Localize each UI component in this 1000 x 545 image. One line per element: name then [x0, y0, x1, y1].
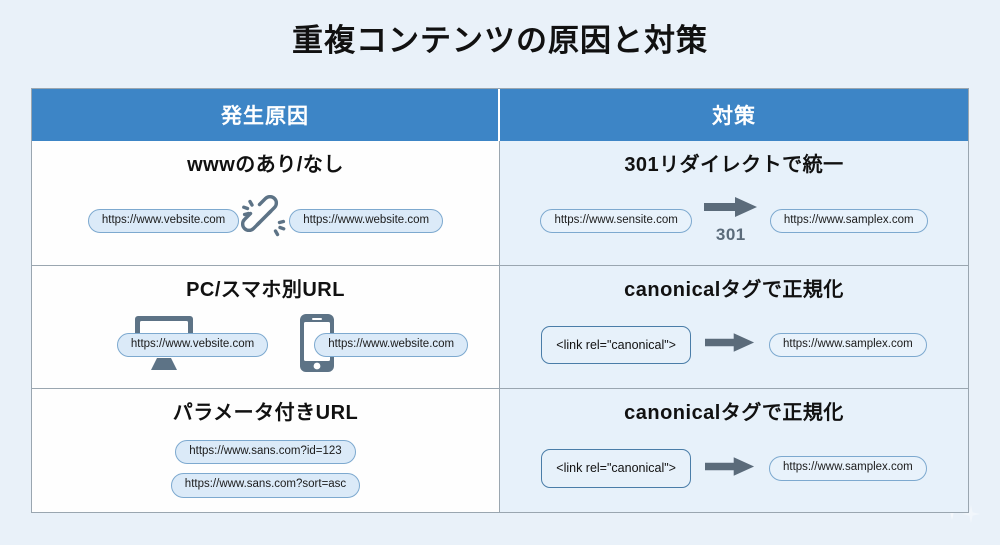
url-pill[interactable]: https://www.vebsite.com	[87, 208, 240, 234]
table-body: wwwのあり/なし https://www.vebsite.com	[32, 141, 968, 513]
monitor-url-group: https://www.vebsite.com	[116, 314, 269, 377]
solution-cell-301: 301リダイレクトで統一 https://www.sensite.com 301	[500, 141, 968, 265]
table-row: wwwのあり/なし https://www.vebsite.com	[32, 141, 968, 265]
cause-title: PC/スマホ別URL	[186, 278, 345, 301]
url-pill-target[interactable]: https://www.samplex.com	[768, 332, 927, 358]
smartphone-url-group: https://www.website.com	[298, 313, 469, 378]
arrow-right-icon	[704, 456, 755, 482]
solution-title: canonicalタグで正規化	[624, 278, 844, 301]
solution-illustration: https://www.sensite.com 301 https://www.…	[500, 177, 968, 265]
cause-title: パラメータ付きURL	[172, 402, 359, 425]
column-header-solution: 対策	[500, 89, 968, 141]
url-pill[interactable]: https://www.website.com	[314, 332, 469, 358]
url-pill[interactable]: https://www.sans.com?id=123	[175, 439, 356, 465]
solution-illustration: <link rel="canonical"> https://www.sampl…	[500, 425, 968, 512]
cause-cell-parameter-url: パラメータ付きURL https://www.sans.com?id=123 h…	[32, 389, 500, 513]
solution-cell-canonical: canonicalタグで正規化 <link rel="canonical"> h…	[500, 265, 968, 389]
arrow-label: 301	[715, 225, 746, 245]
page-title: 重複コンテンツの原因と対策	[292, 23, 708, 58]
column-header-cause: 発生原因	[32, 89, 500, 141]
canonical-tag-box[interactable]: <link rel="canonical">	[541, 325, 691, 365]
table-row: パラメータ付きURL https://www.sans.com?id=123 h…	[32, 388, 968, 513]
comparison-table: 発生原因 対策 wwwのあり/なし https://www.vebsite.co…	[31, 88, 969, 513]
cause-cell-www: wwwのあり/なし https://www.vebsite.com	[32, 141, 500, 265]
arrow-right-icon	[703, 196, 758, 223]
redirect-arrow-group: 301	[703, 196, 758, 245]
cause-illustration: https://www.sans.com?id=123 https://www.…	[32, 425, 499, 512]
table-header-row: 発生原因 対策	[32, 89, 968, 141]
arrow-right-icon	[704, 332, 755, 358]
solution-title: canonicalタグで正規化	[624, 402, 844, 425]
cause-illustration: https://www.vebsite.com	[32, 302, 499, 389]
url-pill[interactable]: https://www.sans.com?sort=asc	[170, 473, 361, 498]
cause-title: wwwのあり/なし	[187, 154, 344, 176]
solution-title: 301リダイレクトで統一	[624, 154, 844, 176]
cause-cell-device-url: PC/スマホ別URL h	[32, 265, 500, 389]
url-pill-target[interactable]: https://www.samplex.com	[768, 456, 927, 481]
canonical-tag-box[interactable]: <link rel="canonical">	[541, 449, 691, 488]
solution-cell-canonical: canonicalタグで正規化 <link rel="canonical"> h…	[500, 389, 968, 513]
table-row: PC/スマホ別URL h	[32, 264, 968, 389]
url-pill-target[interactable]: https://www.samplex.com	[769, 208, 928, 234]
url-pill[interactable]: https://www.vebsite.com	[116, 332, 269, 358]
broken-link-icon	[241, 195, 287, 246]
url-pill[interactable]: https://www.website.com	[289, 208, 444, 234]
url-pill-source[interactable]: https://www.sensite.com	[540, 208, 692, 234]
cause-illustration: https://www.vebsite.com	[32, 177, 499, 265]
solution-illustration: <link rel="canonical"> https://www.sampl…	[500, 302, 968, 389]
